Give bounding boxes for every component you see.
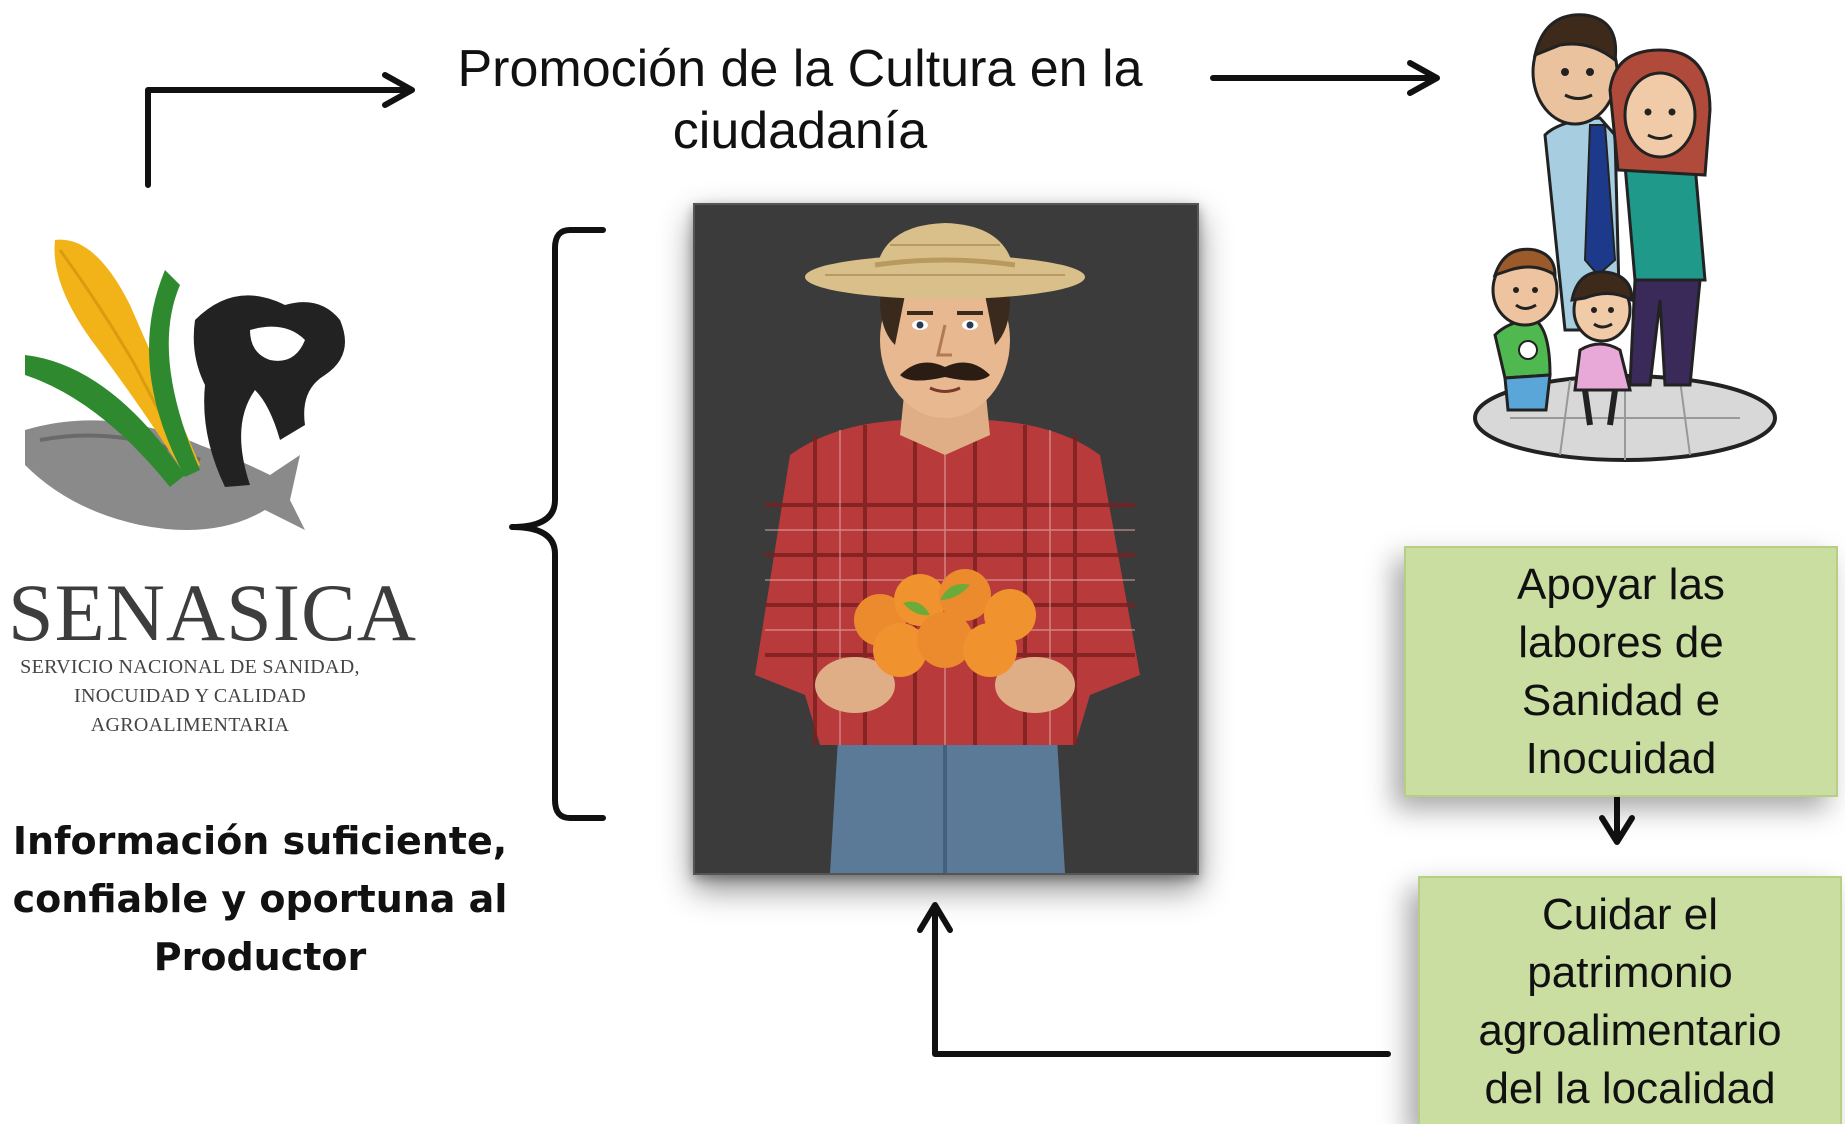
senasica-emblem-icon [25, 239, 345, 530]
family-group-icon [1473, 13, 1777, 462]
care-box-text: Cuidar el patrimonio agroalimentario del… [1478, 890, 1782, 1113]
care-box: Cuidar el patrimonio agroalimentario del… [1418, 876, 1842, 1124]
arrow-box2-to-farmer [917, 902, 1391, 1057]
promotion-title: Promoción de la Cultura en la ciudadanía [457, 40, 1143, 160]
support-box: Apoyar las labores de Sanidad e Inocuida… [1404, 546, 1838, 797]
curly-brace [509, 227, 606, 821]
senasica-logo: SENASICA SERVICIO NACIONAL DE SANIDAD, I… [0, 225, 417, 745]
info-text: Información suficiente, confiable y opor… [12, 819, 508, 979]
oranges-group [854, 569, 1036, 677]
farmer-illustration [693, 203, 1199, 875]
senasica-subtitle-line: AGROALIMENTARIA [90, 714, 290, 736]
farmer-with-oranges-icon [755, 223, 1140, 873]
senasica-subtitle-line: SERVICIO NACIONAL DE SANIDAD, [20, 656, 360, 678]
senasica-subtitle: SERVICIO NACIONAL DE SANIDAD, INOCUIDAD … [0, 653, 380, 740]
senasica-subtitle-line: INOCUIDAD Y CALIDAD [74, 685, 306, 707]
family-illustration [1450, 0, 1780, 470]
senasica-wordmark: SENASICA [8, 567, 417, 658]
support-box-text: Apoyar las labores de Sanidad e Inocuida… [1517, 559, 1725, 783]
arrow-logo-to-title [145, 72, 415, 188]
arrow-title-to-family [1210, 60, 1440, 96]
